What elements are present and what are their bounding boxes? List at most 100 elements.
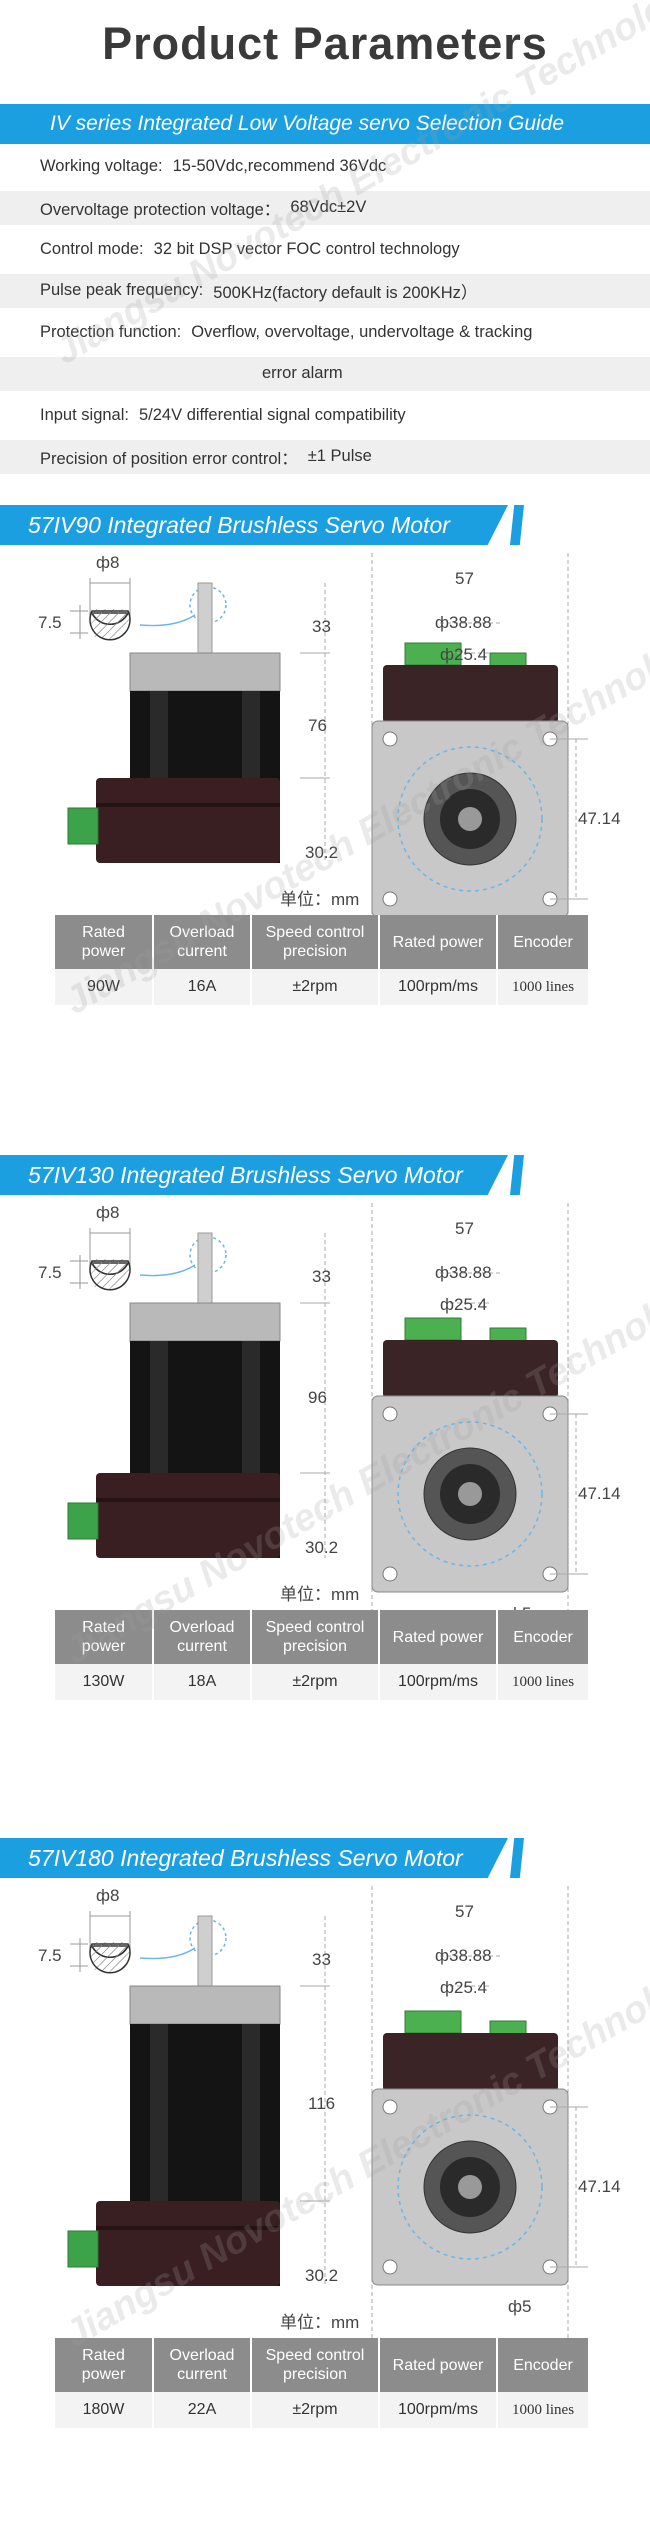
dim-driver-length: 30.2 [305,2266,339,2285]
table-header: Encoder [497,915,590,969]
spec-value: ±1 Pulse [307,447,372,465]
spec-row: Precision of position error control： ±1 P… [0,439,650,474]
spec-value: 68Vdc±2V [290,198,367,216]
spec-value: 32 bit DSP vector FOC control technology [153,239,460,258]
dim-driver-length: 30.2 [305,1538,339,1557]
selection-guide-banner: IV series Integrated Low Voltage servo S… [0,104,650,144]
motor-drawing [67,1203,588,1628]
spec-value: 5/24V differential signal compatibility [138,405,406,424]
table-header: Overload current [153,2338,252,2392]
dim-shaft-length: 33 [312,1950,331,1969]
dim-shaft-diameter: ф8 [96,553,120,572]
table-cell: ±2rpm [251,1664,380,1700]
table-cell: 180W [55,2392,154,2428]
spec-row: Input signal: 5/24V differential signal c… [0,398,650,432]
spec-value: 15-50Vdc,recommend 36Vdc [172,156,387,175]
table-cell: 130W [55,1664,154,1700]
dim-width: 57 [455,1902,474,1921]
dim-hole-pitch: 47.14 [578,809,621,828]
motor-dimension-drawing: ф8 7.5 33 116 30.2 57 ф38.88 ф25.4 47.14 ф5 单位：mm [0,1886,650,2356]
dim-boss-outer: ф38.88 [435,1263,492,1282]
table-cell: 100rpm/ms [379,1664,498,1700]
selection-guide-title: IV series Integrated Low Voltage servo S… [50,112,565,135]
motor-drawing [67,553,588,933]
table-cell: ±2rpm [251,969,380,1005]
dim-shaft-length: 33 [312,617,331,636]
spec-row: Control mode: 32 bit DSP vector FOC contr… [0,232,650,266]
dim-hole-pitch: 47.14 [578,1484,621,1503]
motor-title: 57IV90 Integrated Brushless Servo Motor [28,512,450,538]
spec-label: Input signal: [40,405,129,424]
dim-flat: 7.5 [38,613,62,632]
table-header: Rated power [379,915,498,969]
table-cell: 1000 lines [497,2392,590,2428]
dim-boss-inner: ф25.4 [440,645,488,664]
table-header: Speed control precision [251,1610,380,1664]
dim-shaft-length: 33 [312,1267,331,1286]
table-header: Overload current [153,1610,252,1664]
dim-body-length: 76 [308,715,327,735]
table-cell: 22A [153,2392,252,2428]
table-cell: 100rpm/ms [379,969,498,1005]
spec-label: Pulse peak frequency: [40,281,204,299]
spec-row: Overvoltage protection voltage： 68Vdc±2V [0,190,650,225]
spec-label: Control mode: [40,239,144,258]
dim-body-length: 96 [308,1388,327,1407]
spec-row: Working voltage: 15-50Vdc,recommend 36Vdc [0,149,650,183]
spec-row: Protection function: Overflow, overvoltag… [0,315,650,349]
table-header: Rated power [379,2338,498,2392]
table-cell: 18A [153,1664,252,1700]
dim-shaft-diameter: ф8 [96,1886,120,1905]
table-cell: 1000 lines [497,1664,590,1700]
dim-body-length: 116 [308,2093,336,2113]
table-header: Encoder [497,2338,590,2392]
spec-label: Working voltage: [40,156,163,175]
unit-label: 单位：mm [280,890,360,909]
spec-value: 500KHz(factory default is 200KHz） [213,283,478,302]
table-header: Encoder [497,1610,590,1664]
spec-label: Overvoltage protection voltage： [40,200,281,219]
dim-width: 57 [455,1219,474,1238]
table-cell: 100rpm/ms [379,2392,498,2428]
motor-section-header: 57IV130 Integrated Brushless Servo Motor [0,1155,650,1195]
dim-hole-pitch: 47.14 [578,2177,621,2196]
dim-shaft-diameter: ф8 [96,1203,120,1222]
dim-flat: 7.5 [38,1946,62,1965]
table-header: Speed control precision [251,2338,380,2392]
table-cell: 90W [55,969,154,1005]
table-header: Rated power [55,2338,154,2392]
dim-hole-diameter: ф5 [508,2297,532,2316]
unit-label: 单位：mm [280,2313,360,2332]
motor-drawing [67,1886,588,2356]
page-title: Product Parameters [102,18,548,69]
dim-flat: 7.5 [38,1263,62,1282]
dim-boss-inner: ф25.4 [440,1978,488,1997]
table-header: Rated power [55,915,154,969]
spec-value: error alarm [262,364,343,382]
table-cell: 16A [153,969,252,1005]
dim-width: 57 [455,569,474,588]
spec-label: Precision of position error control： [40,449,298,468]
table-header: Rated power [379,1610,498,1664]
dim-driver-length: 30.2 [305,843,339,862]
spec-label: Protection function: [40,322,182,341]
spec-value: Overflow, overvoltage, undervoltage & tr… [191,322,533,341]
dim-boss-inner: ф25.4 [440,1295,488,1314]
spec-row: error alarm [0,356,650,391]
motor-section-header: 57IV90 Integrated Brushless Servo Motor [0,505,650,545]
motor-section-header: 57IV180 Integrated Brushless Servo Motor [0,1838,650,1878]
dim-boss-outer: ф38.88 [435,613,492,632]
table-header: Rated power [55,1610,154,1664]
dim-boss-outer: ф38.88 [435,1946,492,1965]
table-cell: 1000 lines [497,969,590,1005]
